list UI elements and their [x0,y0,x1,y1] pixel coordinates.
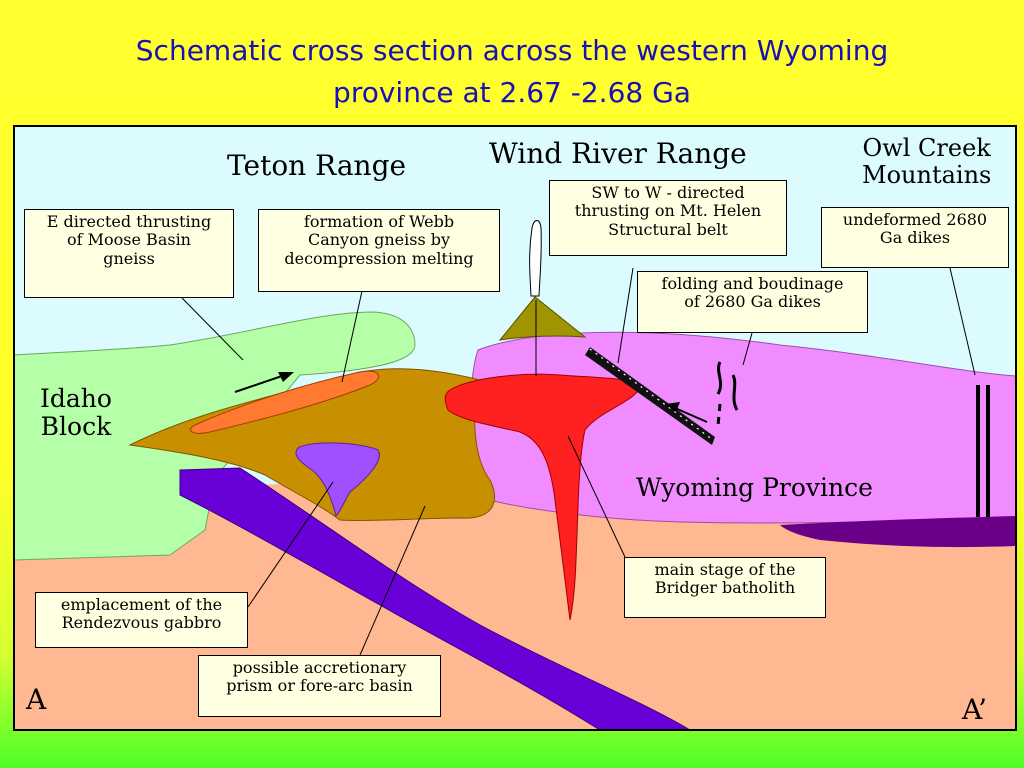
thrust-arrow-east-shaft [234,375,283,393]
callout-text: undeformed 2680 [842,210,988,229]
callout-text: folding and boudinage [661,274,844,293]
label-wind-river-range: Wind River Range [489,137,747,170]
callout-text: prism or fore-arc basin [226,676,413,696]
bridger-batholith [444,373,641,621]
label-idaho-block: Idaho Block [40,385,112,441]
callout-folding-dikes: folding and boudinage of 2680 Ga dikes [637,271,868,333]
rendezvous-gabbro [295,442,380,517]
callout-bridger-batholith: main stage of the Bridger batholith [624,557,826,618]
callout-accretionary-prism: possible accretionary prism or fore-arc … [198,655,441,717]
callout-webb-canyon: formation of Webb Canyon gneiss by decom… [258,209,500,292]
leader-thrusting-moose [181,297,244,361]
leader-undeformed-dikes [949,267,976,376]
thrust-arrow-west-shaft [674,407,708,423]
callout-rendezvous-gabbro: emplacement of the Rendezvous gabbro [35,592,248,648]
callout-text: of 2680 Ga dikes [684,292,821,312]
label-owl-creek-line-1: Owl Creek [862,134,991,162]
leader-accretionary [359,505,426,656]
label-owl-creek-mountains: Owl Creek Mountains [862,135,991,189]
callout-text: E directed thrusting [46,212,212,231]
leader-folding-dikes [742,332,753,366]
title-line-2: province at 2.67 -2.68 Ga [333,76,691,109]
callout-text: formation of Webb [303,212,455,231]
callout-text: possible accretionary [232,658,407,677]
diagram-frame [13,125,1017,731]
leader-mt-helen [617,267,634,364]
thrust-arrow-east-head [278,372,294,382]
callout-text: gneiss [103,248,155,268]
callout-undeformed-dikes: undeformed 2680 Ga dikes [821,207,1009,268]
callout-thrusting-moose: E directed thrusting of Moose Basin gnei… [24,209,234,298]
leader-bridger [567,435,626,558]
leader-rendezvous [247,481,334,608]
label-section-end: A’ [962,693,988,726]
folded-dike-1 [716,361,723,395]
label-idaho-line-2: Block [40,412,112,441]
boudinaged-dike [716,403,722,427]
leader-webb-canyon [341,290,363,383]
callout-text: decompression melting [284,248,474,268]
title-line-1: Schematic cross section across the weste… [135,34,889,67]
eruption-plume [529,220,542,297]
thrust-arrow-west-head [665,402,680,412]
callout-text: SW to W - directed [591,183,745,202]
callout-text: Ga dikes [879,228,951,248]
label-wyoming-province: Wyoming Province [636,473,873,502]
callout-mt-helen: SW to W - directed thrusting on Mt. Hele… [549,180,787,256]
label-idaho-line-1: Idaho [40,384,112,413]
callout-text: Canyon gneiss by [307,230,451,250]
mt-helen-belt [585,347,715,445]
callout-text: Rendezvous gabbro [61,613,222,633]
callout-text: emplacement of the [60,595,223,614]
callout-text: main stage of the [654,560,796,579]
mt-helen-belt-hatch [589,348,714,441]
slide-title: Schematic cross section across the weste… [40,30,984,114]
wyoming-keel [780,516,1016,548]
webb-canyon-gneiss [190,370,380,434]
label-teton-range: Teton Range [227,149,407,182]
leader-lines [181,267,976,656]
label-owl-creek-line-2: Mountains [862,160,992,189]
callout-text: thrusting on Mt. Helen [574,201,762,221]
volcano-cone [498,296,587,341]
folded-dike-2 [731,374,739,411]
label-section-start: A [26,683,47,716]
callout-text: Structural belt [608,219,728,239]
callout-text: of Moose Basin [67,230,191,250]
callout-text: Bridger batholith [654,578,796,598]
